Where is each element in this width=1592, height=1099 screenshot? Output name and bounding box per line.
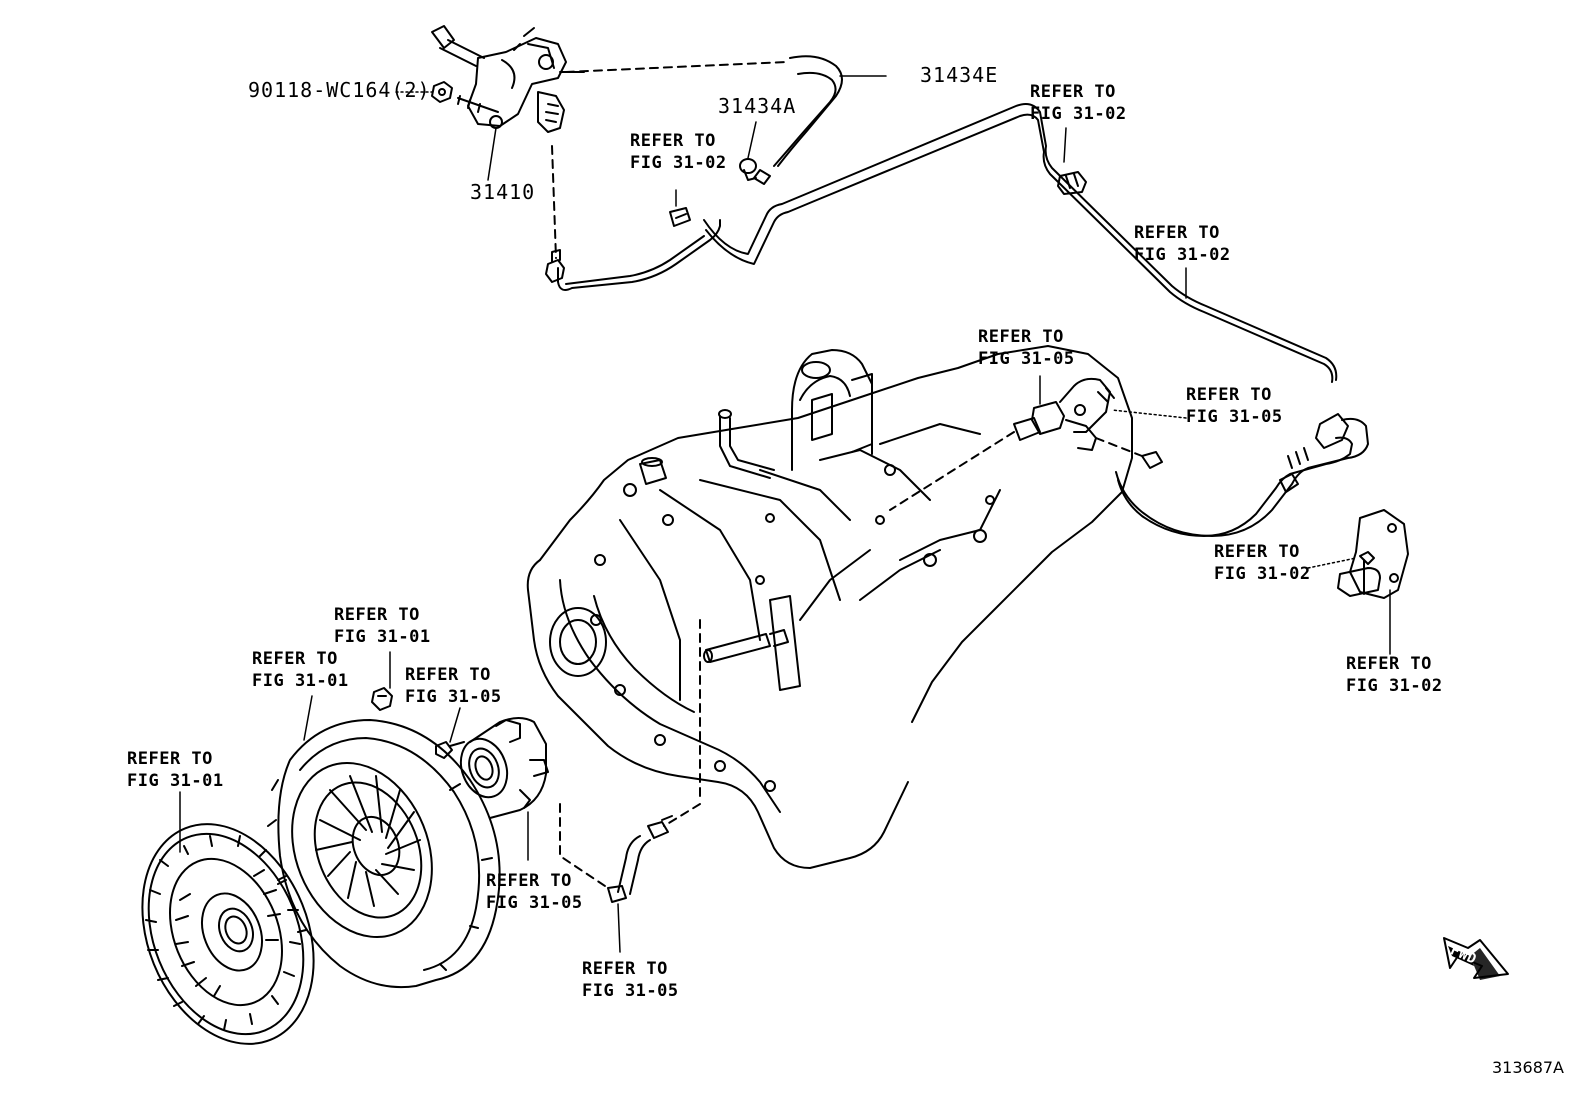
refer-label-line1: REFER TO <box>1214 542 1300 562</box>
dashed-leader <box>663 803 701 827</box>
bracket-bolt <box>1359 551 1375 565</box>
refer-label-line1: REFER TO <box>582 959 668 979</box>
refer-label-line1: REFER TO <box>252 649 338 669</box>
refer-label: REFER TO FIG 31-05 <box>582 958 679 1002</box>
transmission-case <box>526 345 1133 869</box>
flexible-hose <box>1115 413 1369 537</box>
reservoir-hose <box>753 55 843 185</box>
refer-label-line1: REFER TO <box>1186 385 1272 405</box>
release-bolt <box>435 741 465 759</box>
fwd-arrow-icon <box>1443 937 1509 980</box>
refer-label-line1: REFER TO <box>1134 223 1220 243</box>
refer-label-line2: FIG 31-01 <box>334 627 431 647</box>
refer-label: REFER TO FIG 31-05 <box>978 326 1075 370</box>
release-bearing <box>459 717 549 819</box>
dashed-leader <box>889 431 1015 511</box>
refer-label-line1: REFER TO <box>486 871 572 891</box>
refer-label: REFER TO FIG 31-02 <box>630 130 727 174</box>
refer-label-line1: REFER TO <box>1030 82 1116 102</box>
clutch-disc <box>141 823 315 1045</box>
mounting-bracket <box>1337 509 1409 599</box>
refer-label-line1: REFER TO <box>405 665 491 685</box>
refer-label-line2: FIG 31-05 <box>582 981 679 1001</box>
refer-label: REFER TO FIG 31-02 <box>1134 222 1231 266</box>
dashed-leader <box>1095 437 1143 457</box>
refer-label-line1: REFER TO <box>334 605 420 625</box>
part-number-90118: 90118-WC164(2) <box>248 78 431 102</box>
refer-label-line2: FIG 31-01 <box>127 771 224 791</box>
refer-label: REFER TO FIG 31-05 <box>486 870 583 914</box>
clutch-bolt <box>371 687 393 711</box>
clutch-line <box>557 103 1338 383</box>
part-number-31410: 31410 <box>470 180 536 204</box>
dashed-leader <box>551 145 557 259</box>
refer-label-line2: FIG 31-02 <box>630 153 727 173</box>
figure-id: 313687A <box>1491 1058 1564 1077</box>
refer-label-line1: REFER TO <box>127 749 213 769</box>
leader-lines <box>179 75 1391 953</box>
refer-label: REFER TO FIG 31-01 <box>252 648 349 692</box>
refer-label-line2: FIG 31-05 <box>978 349 1075 369</box>
nut-part <box>431 81 453 103</box>
refer-label: REFER TO FIG 31-01 <box>334 604 431 648</box>
dashed-leader <box>565 61 787 73</box>
refer-label: REFER TO FIG 31-02 <box>1214 541 1311 585</box>
line-clip <box>1057 171 1087 195</box>
line-clip <box>669 207 691 227</box>
clutch-master-cylinder <box>431 25 585 133</box>
refer-label-line2: FIG 31-02 <box>1214 564 1311 584</box>
refer-label-line2: FIG 31-05 <box>1186 407 1283 427</box>
clutch-cover <box>267 719 501 989</box>
refer-label-line2: FIG 31-02 <box>1030 104 1127 124</box>
refer-label: REFER TO FIG 31-05 <box>1186 384 1283 428</box>
refer-label-line1: REFER TO <box>978 327 1064 347</box>
refer-label-line2: FIG 31-02 <box>1346 676 1443 696</box>
refer-label: REFER TO FIG 31-01 <box>127 748 224 792</box>
refer-label-line2: FIG 31-05 <box>486 893 583 913</box>
part-number-31434e: 31434E <box>920 63 999 87</box>
refer-label-line1: REFER TO <box>1346 654 1432 674</box>
refer-label: REFER TO FIG 31-05 <box>405 664 502 708</box>
dashed-leader <box>559 803 609 889</box>
line-fitting <box>545 249 565 283</box>
refer-label-line1: REFER TO <box>630 131 716 151</box>
refer-label: REFER TO FIG 31-02 <box>1030 81 1127 125</box>
bleeder-fitting <box>607 815 673 903</box>
refer-label-line2: FIG 31-02 <box>1134 245 1231 265</box>
part-number-31434a: 31434A <box>718 94 797 118</box>
refer-label-line2: FIG 31-01 <box>252 671 349 691</box>
hose-clamp <box>739 158 757 181</box>
refer-label: REFER TO FIG 31-02 <box>1346 653 1443 697</box>
release-connector <box>1013 377 1115 451</box>
refer-label-line2: FIG 31-05 <box>405 687 502 707</box>
